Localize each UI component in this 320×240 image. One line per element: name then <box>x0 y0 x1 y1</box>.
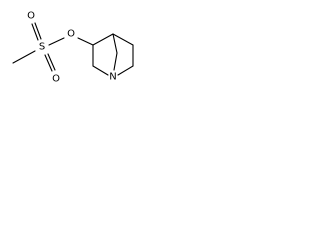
bond-oester-c3 <box>77 37 94 46</box>
bond-c6-n <box>117 65 134 76</box>
atom-oxygen-top: O <box>27 11 35 22</box>
bond-c3-c4 <box>92 33 114 46</box>
bond-methyl-s <box>12 50 36 64</box>
bond-s-oester <box>48 37 65 46</box>
atom-oxygen-ester: O <box>67 29 75 40</box>
bond-s-obottom-1 <box>44 54 53 72</box>
molecule-structure: S O O O N <box>12 11 134 85</box>
bond-s-obottom-2 <box>47 53 56 71</box>
bond-bridge-n <box>113 52 118 71</box>
bond-group <box>12 22 134 76</box>
atom-labels: S O O O N <box>27 11 117 85</box>
molecule-canvas: S O O O N <box>0 0 164 100</box>
bond-c4-bridge <box>112 33 118 54</box>
bond-n-c2 <box>92 65 109 76</box>
atom-sulfur: S <box>39 42 45 53</box>
bond-s-otop-2 <box>34 22 42 40</box>
atom-oxygen-bottom: O <box>52 74 60 85</box>
bond-s-otop-1 <box>31 23 39 41</box>
atom-nitrogen: N <box>109 72 116 83</box>
bond-c4-c5 <box>112 33 134 46</box>
